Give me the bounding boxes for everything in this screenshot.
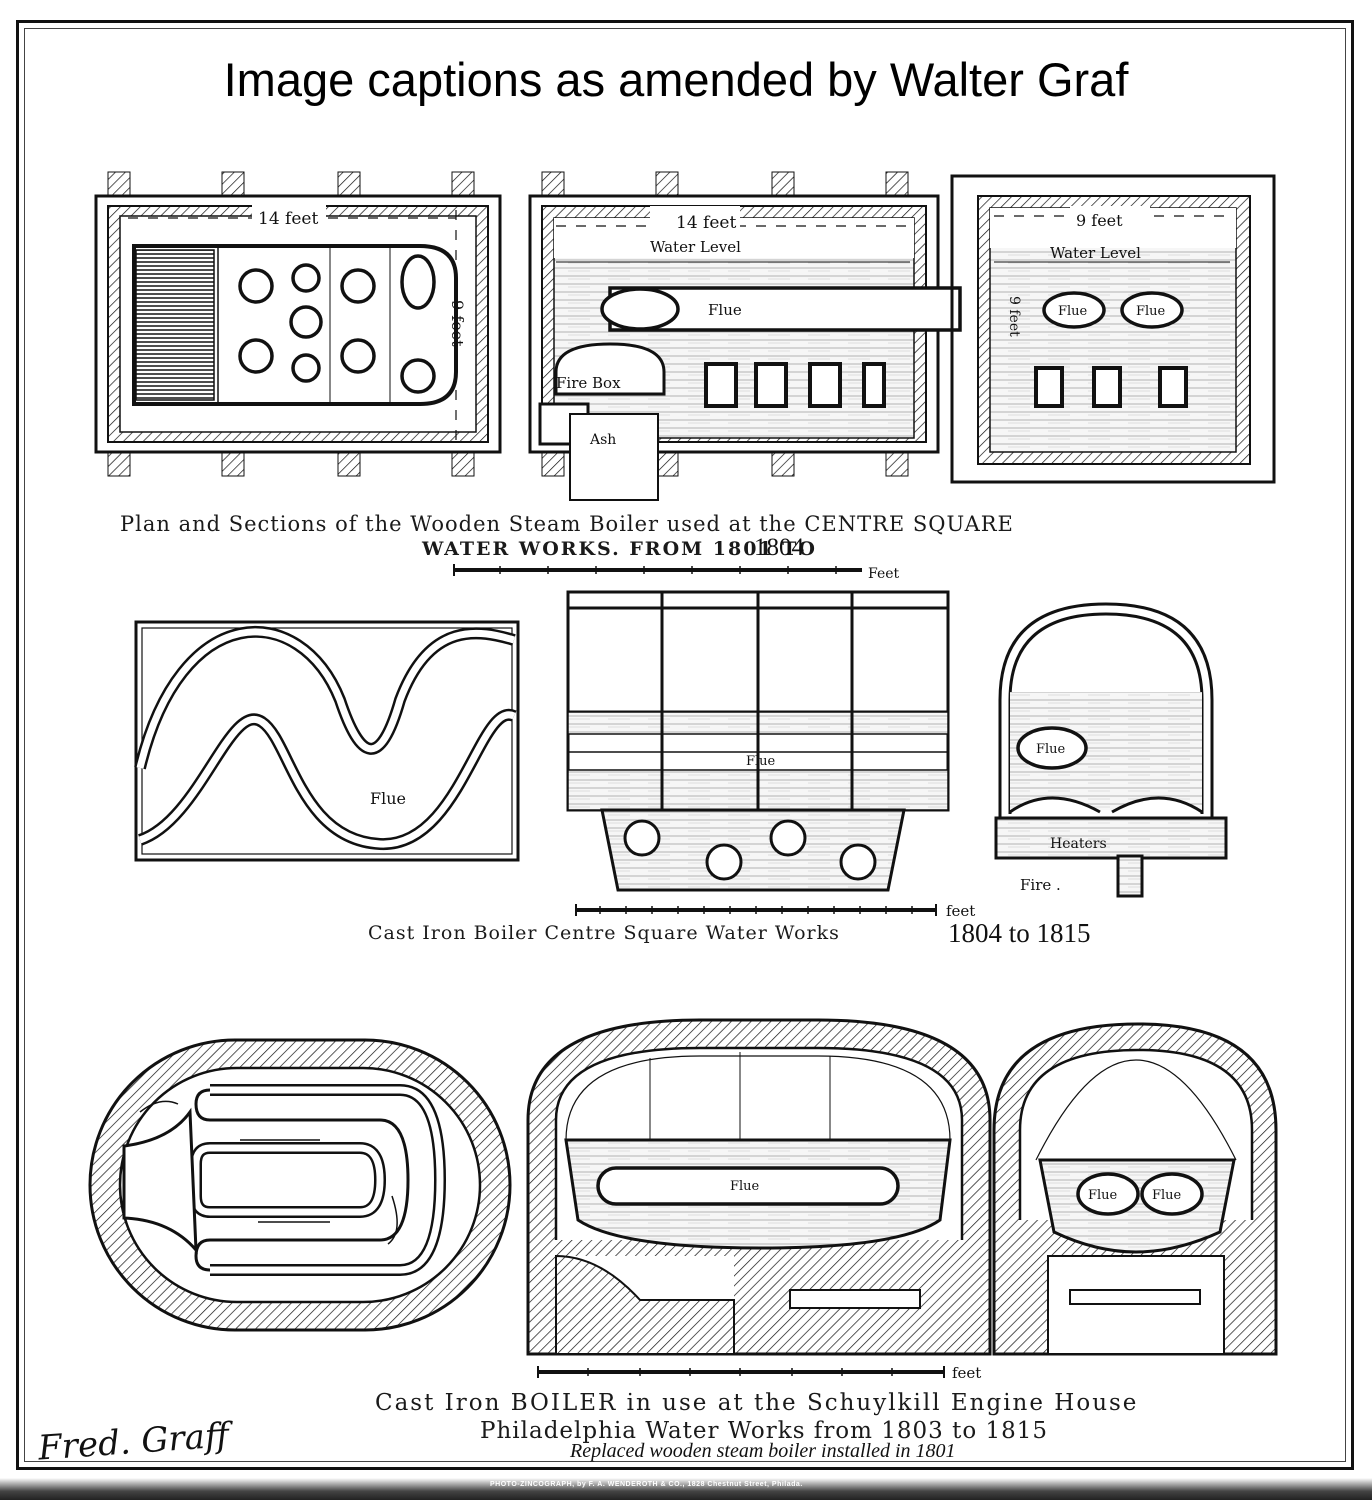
cross-height-label: 9 feet [1006,296,1022,337]
cast-iron-boiler-plan: Flue [134,620,520,862]
timber-post [337,171,361,197]
row3-scale-bar: feet [537,1364,981,1382]
row2-scale-bar: feet [575,902,975,920]
timber-post [655,171,679,197]
plan-width-label: 9 feet [448,300,467,347]
row2-caption-years: 1804 to 1815 [948,918,1091,948]
schuylkill-boiler-section: Flue [526,1018,992,1356]
ash-pit-label: Ash [589,432,616,448]
firebox-label: Fire Box [556,374,621,392]
wooden-boiler-cross-section: 9 feet Water Level Flue Flue 9 feet [950,174,1276,484]
fire-label: Fire . [1020,876,1061,894]
timber-post [655,451,679,477]
outer-border [16,20,1354,1470]
row3-caption-note: Replaced wooden steam boiler installed i… [570,1440,956,1462]
timber-post [107,451,131,477]
schuylkill-cross-flue-left: Flue [1088,1188,1118,1203]
row1-scale-bar: Feet [453,564,900,582]
timber-post [451,451,475,477]
cross-flue-left-label: Flue [1058,304,1088,319]
row3-caption-line2: Philadelphia Water Works from 1803 to 18… [480,1418,1049,1444]
row1-caption-line1: Plan and Sections of the Wooden Steam Bo… [120,512,1014,536]
section-length-label: 14 feet [676,213,736,233]
cross-flue-right-label: Flue [1136,304,1166,319]
heaters-label: Heaters [1050,836,1107,852]
timber-post [451,171,475,197]
timber-post [885,451,909,477]
timber-post [541,451,565,477]
timber-post [107,171,131,197]
wooden-boiler-plan: 14 feet 9 feet [94,171,502,477]
inner-border [24,28,1346,1462]
row3-caption-line1: Cast Iron BOILER in use at the Schuylkil… [375,1390,1139,1416]
page-title: Image captions as amended by Walter Graf [223,53,1129,106]
timber-post [771,171,795,197]
schuylkill-boiler-plan [88,1038,512,1332]
plan-length-label: 14 feet [258,209,318,229]
serpentine-flue-label: Flue [370,789,406,808]
row3-scale-unit: feet [952,1364,981,1382]
timber-post [885,171,909,197]
cast-iron-boiler-section: Flue [566,590,950,892]
timber-post [221,171,245,197]
wooden-boiler-long-section: 14 feet Water Level Flue Fire Box Ash [528,171,962,501]
section-flue-label-row2: Flue [746,754,776,769]
row1-caption-year: 1804 [754,534,804,561]
section-flue-label: Flue [708,301,742,319]
row1-scale-unit: Feet [868,566,900,582]
row2-scale-unit: feet [946,902,975,920]
cast-iron-boiler-cross: Flue Heaters Fire . [994,602,1228,898]
row2-caption: Cast Iron Boiler Centre Square Water Wor… [368,922,840,944]
cross-water-level-label: Water Level [1050,244,1141,262]
scan-edge [0,1478,1372,1500]
schuylkill-cross-flue-right: Flue [1152,1188,1182,1203]
timber-post [337,451,361,477]
timber-post [771,451,795,477]
section-water-level-label: Water Level [650,238,741,256]
printer-imprint: PHOTO-ZINCOGRAPH, by F. A. WENDEROTH & C… [490,1481,803,1488]
timber-post [541,171,565,197]
cross-flue-label-row2: Flue [1036,742,1066,757]
cross-width-label: 9 feet [1076,211,1123,230]
schuylkill-section-flue-label: Flue [730,1179,760,1194]
timber-post [221,451,245,477]
row1-caption-line2: WATER WORKS. FROM 1801 TO [422,538,817,560]
schuylkill-boiler-cross: Flue Flue [992,1022,1278,1356]
